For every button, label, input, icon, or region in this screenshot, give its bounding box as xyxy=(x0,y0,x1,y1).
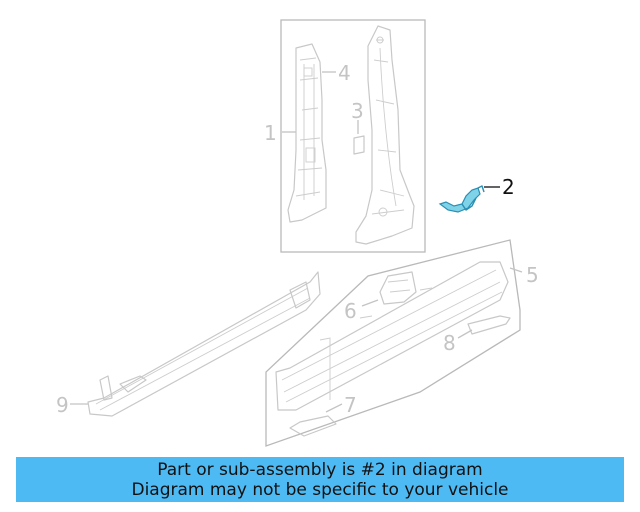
pillar-group-frame xyxy=(280,19,426,253)
callout-2: 2 xyxy=(502,175,515,199)
callout-3: 3 xyxy=(351,99,364,123)
callout-4: 4 xyxy=(338,61,351,85)
inner-pillar-part xyxy=(287,43,327,223)
callout-5: 5 xyxy=(526,263,539,287)
callout-1: 1 xyxy=(264,121,277,145)
callout-9: 9 xyxy=(56,393,69,417)
outer-pillar-part xyxy=(355,25,415,245)
parts-diagram: 1 2 3 4 5 6 7 8 9 xyxy=(56,19,539,447)
callout-8: 8 xyxy=(443,331,456,355)
banner-line-2: Diagram may not be specific to your vehi… xyxy=(131,479,509,500)
sill-member-part xyxy=(87,271,321,417)
part-2-bracket-highlighted xyxy=(438,185,485,213)
banner-line-1: Part or sub-assembly is #2 in diagram xyxy=(157,459,483,480)
rocker-assembly-part xyxy=(265,239,521,447)
info-banner: Part or sub-assembly is #2 in diagram Di… xyxy=(16,457,624,502)
callout-6: 6 xyxy=(344,299,357,323)
callout-7: 7 xyxy=(344,393,357,417)
part-3-plate xyxy=(353,135,365,155)
